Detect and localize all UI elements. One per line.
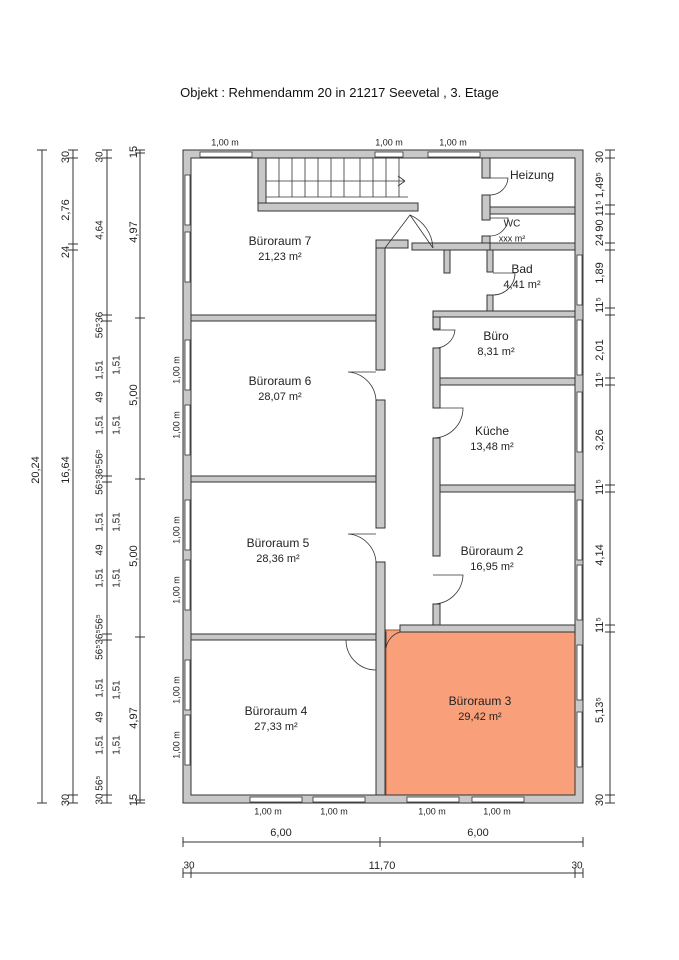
dim-label: 11⁵ <box>594 617 606 633</box>
dim-label: 30 <box>95 151 106 163</box>
plan-title: Objekt : Rehmendamm 20 in 21217 Seevetal… <box>180 85 499 100</box>
window-label: 1,00 m <box>254 806 282 816</box>
room-name: Büroraum 4 <box>245 704 308 718</box>
dim-label: 30 <box>60 794 72 806</box>
room-name: Büroraum 3 <box>449 694 512 708</box>
dim-label: 15 <box>128 146 140 158</box>
dim-label: 30 <box>571 861 583 872</box>
room-name: Bad <box>511 262 532 276</box>
dim-label: 5,00 <box>128 384 140 405</box>
dim-label: 1,51 <box>95 360 106 380</box>
dim-label: 4,14 <box>594 544 606 565</box>
dim-label: 6,00 <box>467 827 488 839</box>
window-label: 1,00 m <box>483 806 511 816</box>
dim-label: 49 <box>95 711 106 723</box>
staircase <box>265 158 408 198</box>
window-label: 1,00 m <box>211 137 239 147</box>
window-label: 1,00 m <box>171 676 181 704</box>
window-label: 1,00 m <box>171 576 181 604</box>
dim-label: 1,51 <box>112 512 123 532</box>
room-area: xxx m² <box>499 233 526 243</box>
dim-label: 30 <box>183 861 195 872</box>
room-area: 8,31 m² <box>477 346 515 358</box>
dim-label: 11,70 <box>369 860 396 872</box>
room-name: Büro <box>483 329 509 343</box>
dim-label: 11⁵ <box>594 297 606 313</box>
room-area: 28,07 m² <box>258 391 302 403</box>
dim-label: 2,01 <box>594 339 606 360</box>
dim-label: 56⁵36 <box>95 311 106 338</box>
interior-walls <box>190 157 576 796</box>
room-area: 28,36 m² <box>256 553 300 565</box>
window-label: 1,00 m <box>171 516 181 544</box>
dim-label: 6,00 <box>270 827 291 839</box>
dim-total-height: 20,24 <box>30 456 42 484</box>
dim-label: 90 11⁵ <box>594 200 606 231</box>
dim-label: 1,51 <box>112 415 123 435</box>
window-label: 1,00 m <box>439 137 467 147</box>
room-name: WC <box>504 219 521 230</box>
dim-label: 24 <box>594 234 606 246</box>
dim-label: 1,49⁵ <box>594 172 606 198</box>
room-area: 13,48 m² <box>470 441 514 453</box>
doors <box>345 177 516 671</box>
window-label: 1,00 m <box>320 806 348 816</box>
dim-label: 1,51 <box>95 512 106 532</box>
room-area: 27,33 m² <box>254 721 298 733</box>
dim-label: 1,51 <box>112 680 123 700</box>
dim-label: 56⁵36⁵56⁵ <box>95 449 106 495</box>
dim-label: 3,26 <box>594 429 606 450</box>
window-label: 1,00 m <box>171 356 181 384</box>
room-area: 4,41 m² <box>503 279 541 291</box>
dim-label: 1,51 <box>95 735 106 755</box>
dim-label: 30 <box>594 151 606 163</box>
dim-label: 15 <box>128 794 140 806</box>
dim-label: 2,76 <box>60 199 72 220</box>
dim-label: 1,51 <box>95 568 106 588</box>
dim-label: 16,64 <box>60 456 72 484</box>
room-area: 29,42 m² <box>458 711 502 723</box>
dim-label: 1,51 <box>95 678 106 698</box>
dim-label: 4,97 <box>128 707 140 728</box>
dim-label: 1,89 <box>594 262 606 283</box>
dim-label: 11⁵ <box>594 372 606 388</box>
dim-label: 5,00 <box>128 545 140 566</box>
dim-label: 5,13⁵ <box>594 697 606 723</box>
window-label: 1,00 m <box>418 806 446 816</box>
dim-label: 24 <box>60 246 72 258</box>
room-name: Büroraum 2 <box>461 544 524 558</box>
dim-label: 1,51 <box>112 735 123 755</box>
room-name: Büroraum 6 <box>249 374 312 388</box>
dim-label: 49 <box>95 544 106 556</box>
window-label: 1,00 m <box>171 731 181 759</box>
window-label: 1,00 m <box>171 411 181 439</box>
room-area: 21,23 m² <box>258 251 302 263</box>
dim-label: 30 <box>60 151 72 163</box>
dim-label: 1,51 <box>95 415 106 435</box>
dimension-lines <box>37 149 615 878</box>
room-name: Heizung <box>510 168 554 182</box>
dim-label: 49 <box>95 391 106 403</box>
window-label: 1,00 m <box>375 137 403 147</box>
dim-label: 4,64 <box>95 220 106 240</box>
dim-label: 1,51 <box>112 568 123 588</box>
dim-label: 56⁵36⁵56⁵ <box>95 614 106 660</box>
windows <box>184 151 583 803</box>
dim-label: 11⁵ <box>594 479 606 495</box>
room-name: Büroraum 5 <box>247 536 310 550</box>
room-name: Küche <box>475 424 509 438</box>
room-area: 16,95 m² <box>470 561 514 573</box>
dim-label: 30 56⁵ <box>95 775 106 804</box>
room-name: Büroraum 7 <box>249 234 312 248</box>
outer-walls <box>182 149 584 804</box>
dim-label: 30 <box>594 794 606 806</box>
dim-label: 4,97 <box>128 221 140 242</box>
dim-label: 1,51 <box>112 355 123 375</box>
